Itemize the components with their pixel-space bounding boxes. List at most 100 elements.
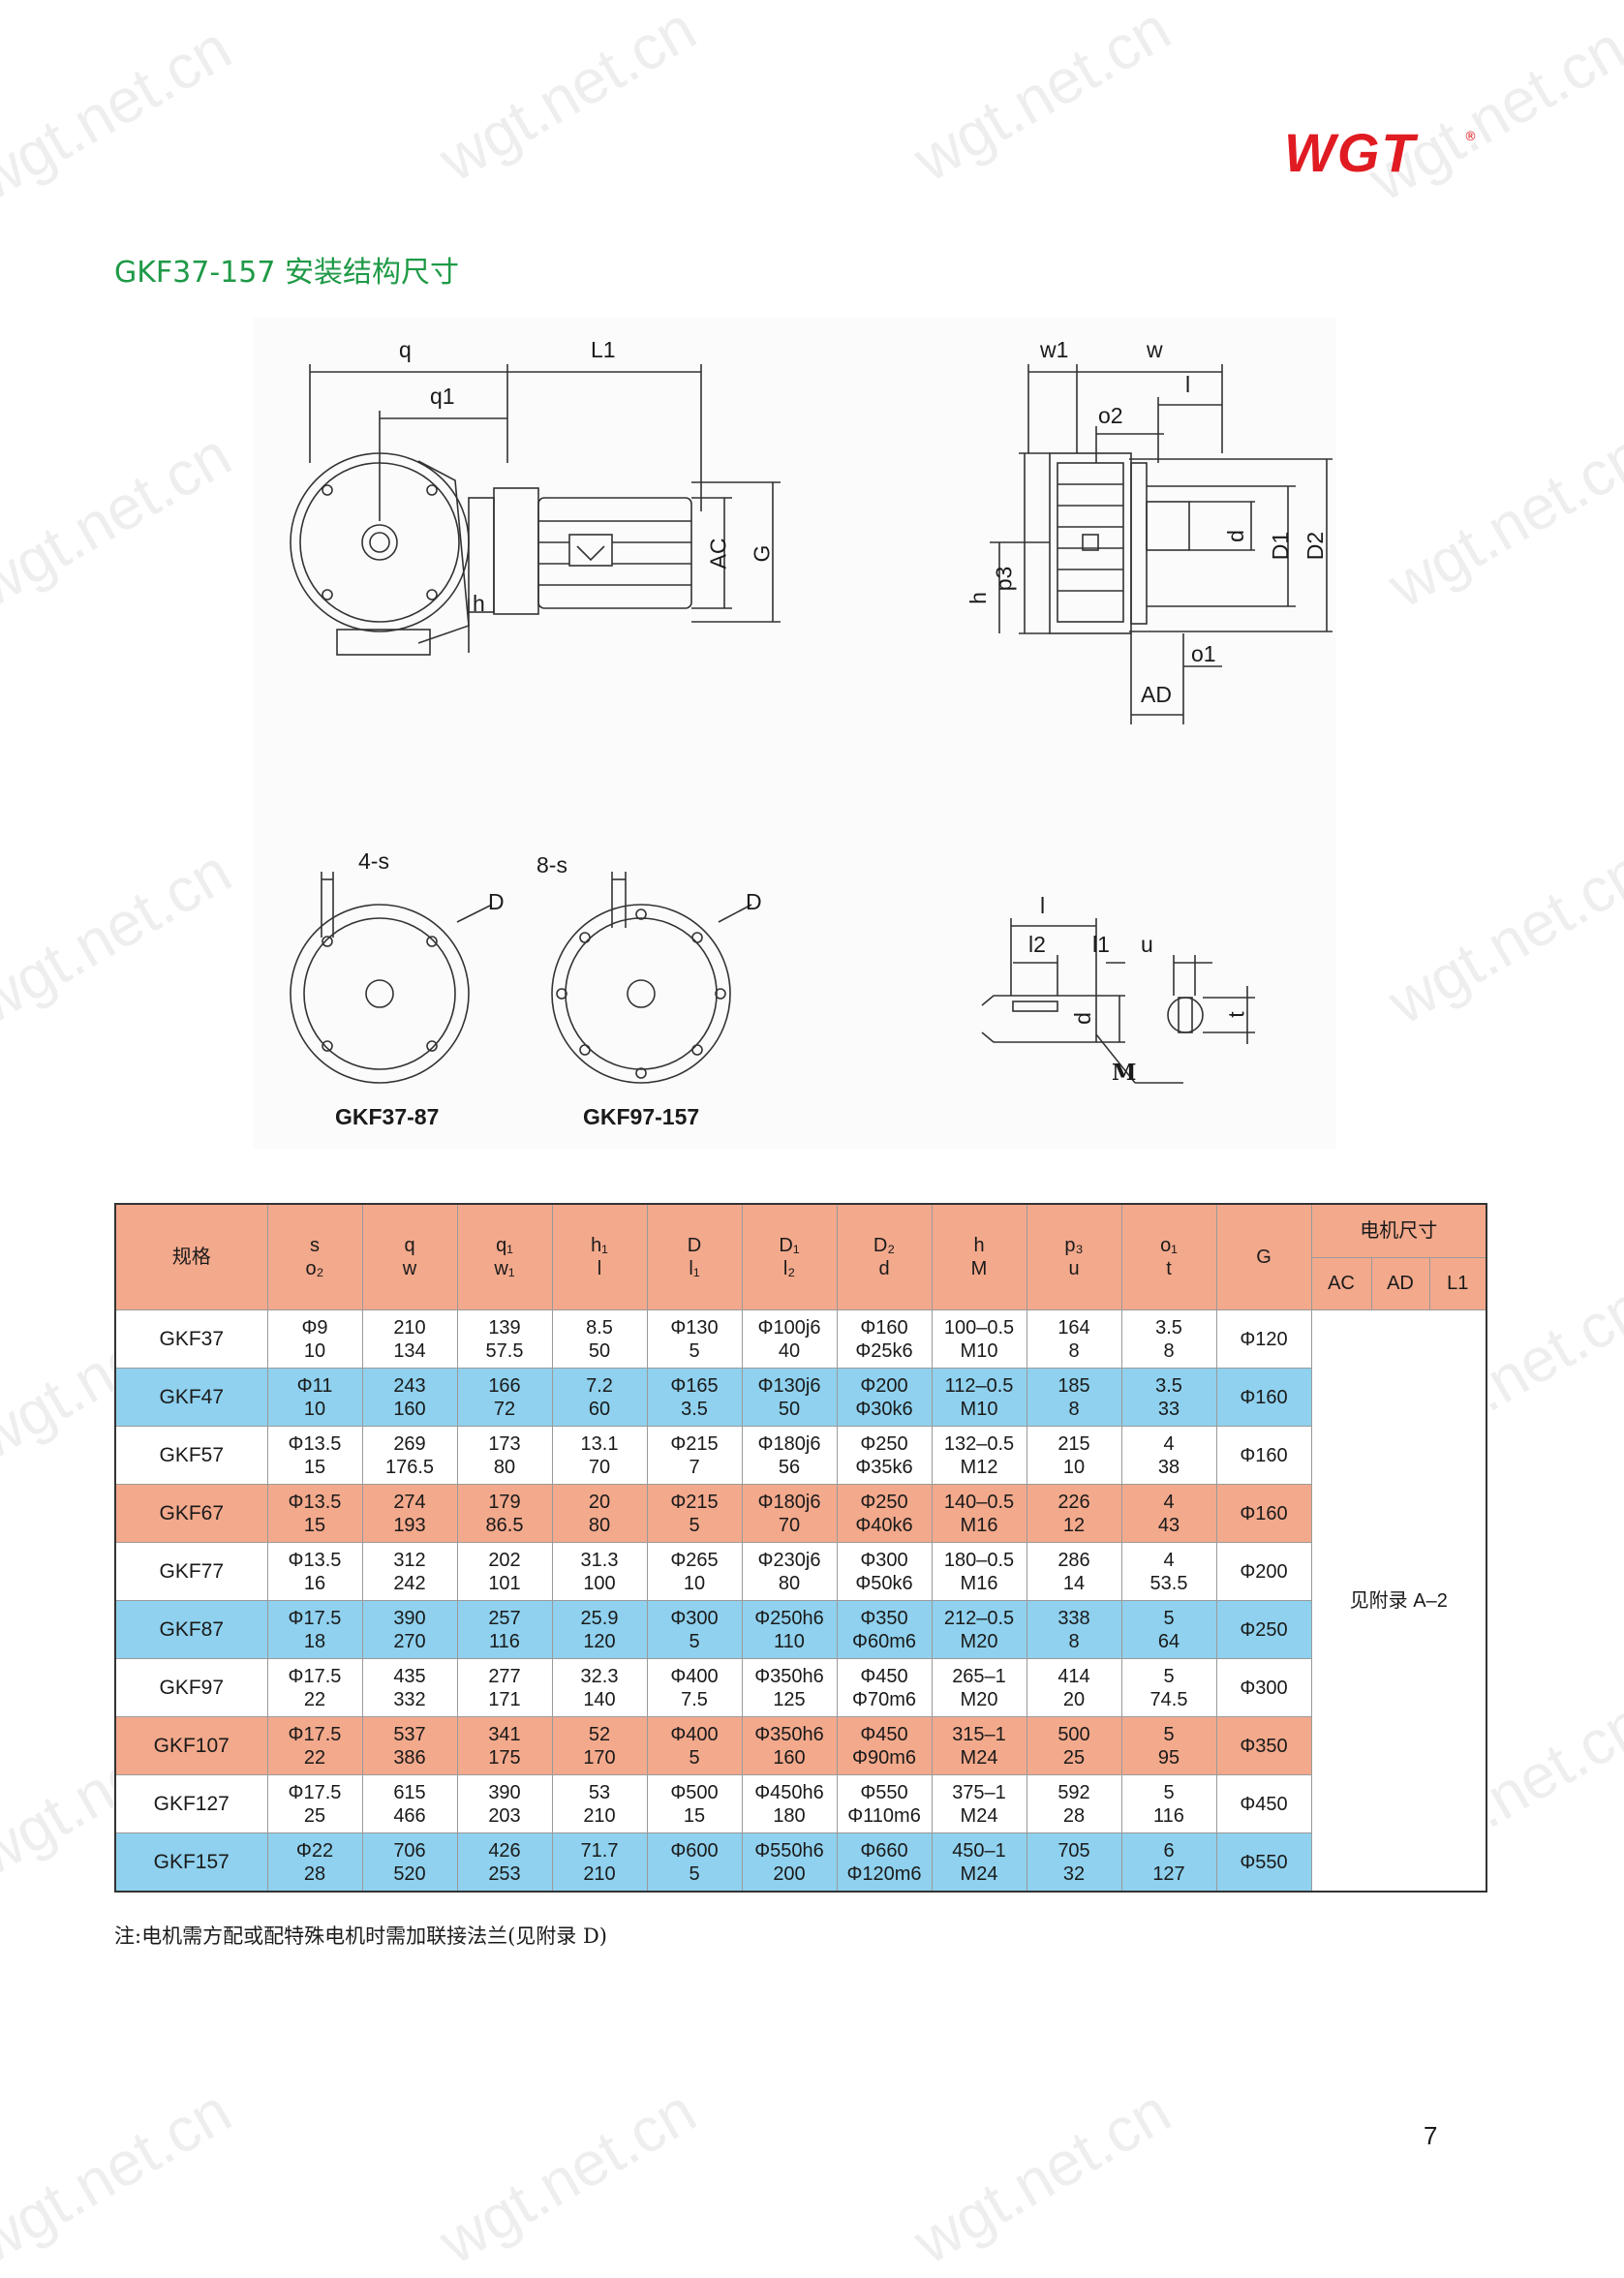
cell-bottom: 5 <box>689 1746 700 1769</box>
header-model: 规格 <box>114 1203 268 1310</box>
cell-bottom: 86.5 <box>485 1514 524 1536</box>
cell-bottom: 22 <box>303 1746 326 1769</box>
header-top-label: s <box>310 1235 320 1256</box>
cell-top: Φ450h6 <box>754 1781 824 1803</box>
cell-bottom: 33 <box>1157 1398 1180 1420</box>
cell-top: 435 <box>393 1665 426 1687</box>
cell-bottom: Φ35k6 <box>855 1456 913 1478</box>
cell-bottom: 120 <box>583 1630 616 1652</box>
header-motor-group: 电机尺寸 <box>1310 1203 1487 1258</box>
cell-bottom: 80 <box>778 1572 801 1594</box>
cell-bottom: 25 <box>1062 1746 1086 1769</box>
dim-label-h-front: h <box>965 592 991 604</box>
cell-bottom: 40 <box>778 1339 801 1362</box>
watermark: wgt.net.cn <box>1376 418 1624 622</box>
cell-g: Φ350 <box>1215 1716 1312 1775</box>
header-bottom-label: u <box>1068 1258 1080 1279</box>
cell-bottom: 8 <box>1163 1339 1175 1362</box>
cell-model: GKF47 <box>114 1368 268 1427</box>
header-top-label: o₁ <box>1160 1235 1178 1256</box>
cell-top: 5 <box>1163 1781 1175 1803</box>
watermark: wgt.net.cn <box>902 2075 1182 2278</box>
cell-top: 615 <box>393 1781 426 1803</box>
cell-bottom: 160 <box>773 1746 806 1769</box>
cell-top: Φ300 <box>670 1607 719 1629</box>
watermark: wgt.net.cn <box>1357 12 1624 215</box>
cell-top: Φ550 <box>860 1781 908 1803</box>
cell-bottom: 200 <box>773 1862 806 1885</box>
cell-bottom: 18 <box>303 1630 326 1652</box>
cell-top: Φ250 <box>860 1491 908 1513</box>
cell-bottom: 12 <box>1062 1514 1086 1536</box>
cell-bottom: 176.5 <box>384 1456 435 1478</box>
cell-top: Φ17.5 <box>288 1723 342 1745</box>
cell-top: 13.1 <box>580 1432 619 1455</box>
cell-top: Φ660 <box>860 1839 908 1862</box>
dim-label-ad: AD <box>1141 682 1172 707</box>
cell-top: 3.5 <box>1155 1374 1182 1397</box>
cell-bottom: 50 <box>588 1339 611 1362</box>
cell-top: Φ17.5 <box>288 1607 342 1629</box>
dim-label-4s: 4-s <box>358 848 389 874</box>
cell-top: 6 <box>1163 1839 1175 1862</box>
cell-bottom: 7.5 <box>681 1688 708 1710</box>
cell-bottom: 22 <box>303 1688 326 1710</box>
cell-bottom: M20 <box>960 1630 998 1652</box>
cell-bottom: 60 <box>588 1398 611 1420</box>
cell-top: 4 <box>1163 1491 1175 1513</box>
cell-top: Φ17.5 <box>288 1665 342 1687</box>
cell-bottom: Φ50k6 <box>855 1572 913 1594</box>
cell-top: 226 <box>1057 1491 1090 1513</box>
cell-bottom: 25 <box>303 1804 326 1827</box>
cell-bottom: 57.5 <box>485 1339 524 1362</box>
dim-label-l-shaft: l <box>1040 893 1046 918</box>
cell-top: 375–1 <box>952 1781 1006 1803</box>
cell-top: 341 <box>488 1723 521 1745</box>
cell-top: Φ215 <box>670 1432 719 1455</box>
cell-bottom: 520 <box>393 1862 426 1885</box>
cell-bottom: 466 <box>393 1804 426 1827</box>
cell-bottom: 5 <box>689 1514 700 1536</box>
cell-bottom: 10 <box>303 1398 326 1420</box>
cell-model: GKF67 <box>114 1484 268 1543</box>
cell-bottom: 74.5 <box>1149 1688 1188 1710</box>
watermark: wgt.net.cn <box>427 0 708 196</box>
dim-label-ac: AC <box>705 538 731 570</box>
cell-top: 71.7 <box>580 1839 619 1862</box>
front-view <box>990 364 1333 724</box>
cell-top: 286 <box>1057 1549 1090 1571</box>
cell-bottom: Φ120m6 <box>846 1862 922 1885</box>
cell-model: GKF107 <box>114 1716 268 1775</box>
watermark: wgt.net.cn <box>0 418 243 622</box>
header-bottom-label: w <box>402 1258 417 1279</box>
cell-bottom: 80 <box>493 1456 516 1478</box>
cell-top: 269 <box>393 1432 426 1455</box>
header-g: G <box>1215 1203 1312 1310</box>
dim-label-d-flange-left: D <box>488 889 505 914</box>
cell-g: Φ450 <box>1215 1774 1312 1833</box>
